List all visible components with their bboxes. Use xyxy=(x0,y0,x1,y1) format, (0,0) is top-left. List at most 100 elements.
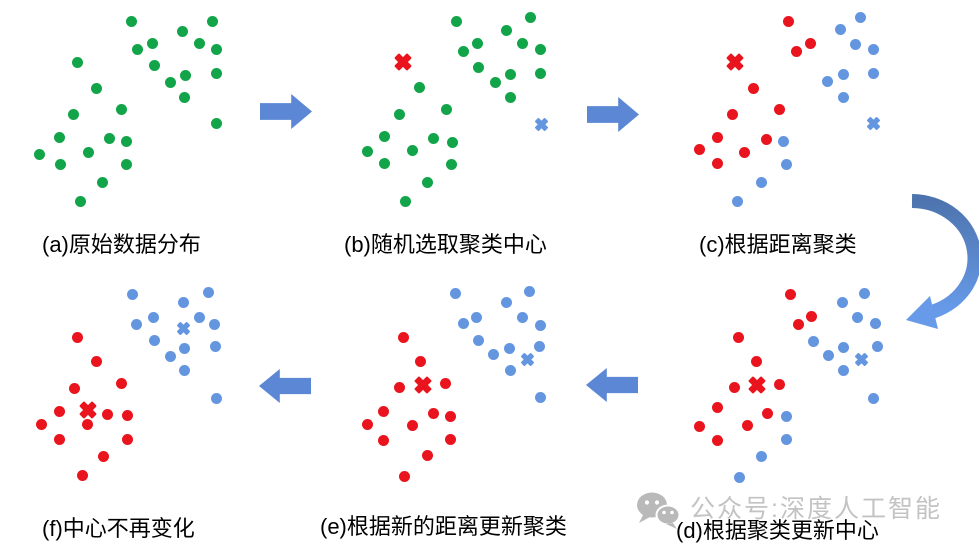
data-point-green xyxy=(446,136,458,148)
data-point-green xyxy=(120,158,132,170)
left-arrow-icon xyxy=(586,368,638,402)
data-point-red xyxy=(377,405,389,417)
data-point-green xyxy=(406,144,418,156)
data-point-blue xyxy=(177,296,189,308)
data-point-blue xyxy=(504,364,516,376)
caption-panel-a: (a)原始数据分布 xyxy=(42,232,201,257)
data-point-red xyxy=(792,318,804,330)
data-point-green xyxy=(450,15,462,27)
data-point-blue xyxy=(178,342,190,354)
data-point-blue xyxy=(209,340,221,352)
data-point-blue xyxy=(534,391,546,403)
data-point-blue xyxy=(533,340,545,352)
data-point-blue xyxy=(472,334,484,346)
data-point-red xyxy=(115,377,127,389)
caption-panel-f: (f)中心不再变化 xyxy=(42,516,195,541)
data-point-green xyxy=(96,176,108,188)
data-point-red xyxy=(397,331,409,343)
caption-panel-b: (b)随机选取聚类中心 xyxy=(344,232,547,257)
data-point-red xyxy=(361,418,373,430)
data-point-blue xyxy=(210,392,222,404)
data-point-red xyxy=(726,108,738,120)
data-point-blue xyxy=(871,340,883,352)
data-point-red xyxy=(738,146,750,158)
data-point-red xyxy=(101,408,113,420)
data-point-blue xyxy=(164,350,176,362)
data-point-red xyxy=(393,381,405,393)
left-arrow-icon xyxy=(259,369,311,403)
data-point-blue xyxy=(837,364,849,376)
data-point-red xyxy=(728,381,740,393)
data-point-red xyxy=(414,355,426,367)
data-point-green xyxy=(120,135,132,147)
data-point-green xyxy=(489,76,501,88)
data-point-red xyxy=(805,310,817,322)
data-point-green xyxy=(399,195,411,207)
data-point-red xyxy=(439,377,451,389)
data-point-red xyxy=(711,131,723,143)
data-point-blue xyxy=(837,341,849,353)
data-point-blue xyxy=(147,311,159,323)
data-point-red xyxy=(398,470,410,482)
data-point-blue xyxy=(867,43,879,55)
data-point-green xyxy=(524,11,536,23)
data-point-blue xyxy=(148,334,160,346)
data-point-blue xyxy=(449,287,461,299)
data-point-green xyxy=(148,59,160,71)
data-point-blue xyxy=(777,135,789,147)
data-point-red xyxy=(427,407,439,419)
data-point-green xyxy=(516,37,528,49)
data-point-red xyxy=(747,82,759,94)
data-point-green xyxy=(210,117,222,129)
data-point-blue xyxy=(867,392,879,404)
data-point-red xyxy=(35,418,47,430)
blue-centroid-x-icon xyxy=(520,352,534,366)
data-point-green xyxy=(179,69,191,81)
data-point-red xyxy=(121,433,133,445)
data-point-green xyxy=(500,24,512,36)
data-point-red xyxy=(97,450,109,462)
blue-centroid-x-icon xyxy=(176,321,190,335)
data-point-blue xyxy=(854,11,866,23)
data-point-green xyxy=(393,108,405,120)
curved-arrow-icon xyxy=(906,194,979,329)
data-point-blue xyxy=(503,342,515,354)
data-point-red xyxy=(377,434,389,446)
data-point-green xyxy=(504,68,516,80)
data-point-green xyxy=(131,43,143,55)
data-point-blue xyxy=(470,311,482,323)
data-point-green xyxy=(534,67,546,79)
data-point-red xyxy=(782,15,794,27)
data-point-red xyxy=(693,143,705,155)
data-point-green xyxy=(472,61,484,73)
data-point-blue xyxy=(487,348,499,360)
right-arrow-icon xyxy=(260,94,312,129)
data-point-green xyxy=(53,131,65,143)
data-point-green xyxy=(504,91,516,103)
data-point-red xyxy=(790,45,802,57)
data-point-green xyxy=(54,158,66,170)
data-point-red xyxy=(421,449,433,461)
data-point-red xyxy=(406,419,418,431)
data-point-red xyxy=(760,133,772,145)
data-point-green xyxy=(71,56,83,68)
data-point-green xyxy=(210,43,222,55)
data-point-red xyxy=(761,407,773,419)
data-point-green xyxy=(115,103,127,115)
data-point-blue xyxy=(733,471,745,483)
caption-panel-d: (d)根据聚类更新中心 xyxy=(676,518,879,543)
red-centroid-x-icon xyxy=(726,53,744,71)
data-point-green xyxy=(210,67,222,79)
blue-centroid-x-icon xyxy=(854,352,868,366)
data-point-red xyxy=(773,378,785,390)
data-point-blue xyxy=(867,67,879,79)
data-point-green xyxy=(457,45,469,57)
data-point-green xyxy=(427,132,439,144)
data-point-green xyxy=(176,25,188,37)
data-point-red xyxy=(693,420,705,432)
data-point-green xyxy=(74,195,86,207)
data-point-green xyxy=(413,81,425,93)
data-point-blue xyxy=(837,68,849,80)
data-point-red xyxy=(76,469,88,481)
